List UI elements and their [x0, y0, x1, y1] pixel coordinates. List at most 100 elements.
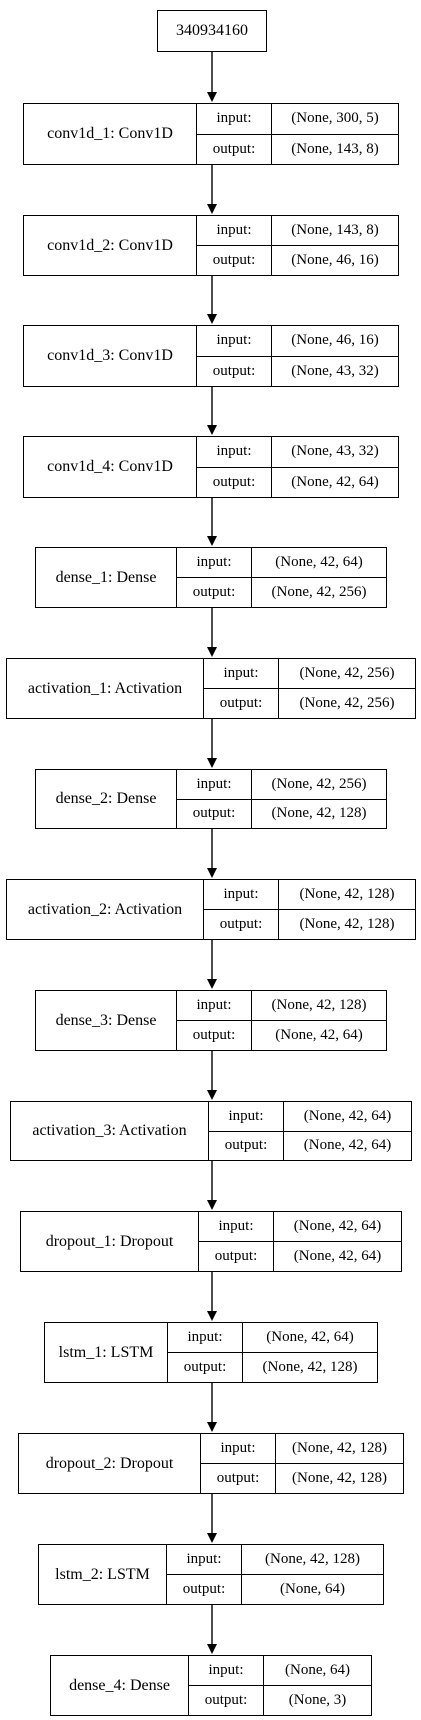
input-row: input:(None, 42, 128) [201, 1434, 403, 1463]
input-node-label: 340934160 [176, 22, 248, 39]
output-row: output: (None, 42, 64) [177, 1020, 386, 1050]
input-shape: (None, 42, 64) [303, 1107, 392, 1124]
layer-name: activation_2: Activation [7, 880, 204, 939]
output-shape: (None, 42, 128) [262, 1359, 358, 1375]
output-label: output: [197, 467, 272, 497]
arrowhead-icon [207, 758, 217, 768]
input-row: input:(None, 42, 128) [177, 991, 386, 1020]
input-label: input: [197, 326, 272, 356]
input-shape: (None, 42, 256) [299, 665, 395, 681]
arrowhead-icon [207, 1090, 217, 1100]
output-shape: (None, 46, 16) [291, 252, 379, 268]
input-shape: (None, 64) [285, 1662, 350, 1678]
arrowhead-icon [207, 1644, 217, 1654]
input-row: input:(None, 42, 256) [177, 770, 386, 799]
output-shape: (None, 42, 64) [275, 1027, 363, 1043]
output-label: output: [177, 1021, 252, 1050]
input-shape: (None, 42, 128) [299, 886, 395, 902]
output-label: output: [197, 356, 272, 386]
input-row: input:(None, 42, 128) [167, 1545, 383, 1574]
output-row: output:(None, 42, 64) [209, 1130, 411, 1160]
layer-io-table: input:(None, 42, 128)output:(None, 64) [167, 1545, 383, 1604]
input-row: input:(None, 42, 64) [199, 1212, 401, 1241]
output-label: output: [189, 1686, 264, 1715]
output-label: output: [167, 1575, 242, 1604]
layer-io-table: input:(None, 42, 64)output: (None, 42, 64… [199, 1212, 401, 1271]
arrowhead-icon [207, 868, 217, 878]
output-row: output: (None, 46, 16) [197, 245, 398, 275]
layer-io-table: input:(None, 300, 5)output:(None, 143, 8… [197, 104, 398, 164]
input-shape: (None, 42, 256) [271, 775, 367, 792]
arrowhead-icon [207, 1533, 217, 1543]
input-shape: (None, 143, 8) [291, 222, 379, 238]
layer-io-table: input:(None, 42, 128)output: (None, 42, 1… [201, 1434, 403, 1493]
output-row: output:(None, 64) [167, 1574, 383, 1604]
output-label: output: [168, 1353, 243, 1382]
input-row: input:(None, 42, 128) [204, 880, 415, 909]
output-label: output: [201, 1464, 276, 1493]
arrowhead-icon [207, 1311, 217, 1321]
layer-io-table: input:(None, 143, 8)output:(None, 46, 16… [197, 216, 398, 275]
output-row: output:(None, 143, 8) [197, 133, 398, 164]
layer-name: lstm_1: LSTM [45, 1323, 168, 1382]
layer-name: dense_1: Dense [36, 548, 177, 607]
input-row: input: (None, 64) [189, 1656, 371, 1685]
layer-name: dropout_1: Dropout [21, 1212, 199, 1271]
input-label: input: [177, 548, 252, 577]
output-label: output: [177, 578, 252, 607]
input-label: input: [197, 437, 272, 467]
input-node: 340934160 [157, 10, 267, 52]
output-shape: (None, 42, 128) [271, 805, 367, 822]
input-label: input: [209, 1102, 284, 1131]
output-row: output: (None, 42, 128) [201, 1463, 403, 1493]
output-shape: (None, 42, 128) [292, 1470, 387, 1486]
layer-io-table: input:(None, 46, 16)output:(None, 43, 32… [197, 326, 398, 386]
layer-io-table: input: (None, 64) output: (None, 3) [189, 1656, 371, 1715]
arrowhead-icon [207, 204, 217, 214]
layer-name: activation_1: Activation [7, 659, 204, 718]
layer-name: conv1d_1: Conv1D [24, 104, 197, 164]
output-shape: (None, 43, 32) [291, 362, 379, 379]
layer-name: dense_2: Dense [36, 770, 177, 828]
output-label: output: [199, 1242, 274, 1271]
arrowhead-icon [207, 1200, 217, 1210]
layer-name: dense_3: Dense [36, 991, 177, 1050]
output-label: output: [204, 689, 279, 718]
output-label: output: [197, 246, 272, 275]
input-row: input:(None, 42, 64) [177, 548, 386, 577]
arrowhead-icon [207, 1422, 217, 1432]
layer-io-table: input:(None, 42, 256)output:(None, 42, 2… [204, 659, 415, 718]
output-row: output:(None, 42, 64) [197, 466, 398, 497]
input-shape: (None, 42, 64) [293, 1218, 382, 1234]
layer-name: dropout_2: Dropout [19, 1434, 201, 1493]
layer-io-table: input:(None, 42, 128)output: (None, 42, 6… [177, 991, 386, 1050]
layer-name: dense_4: Dense [51, 1656, 189, 1715]
layer-io-table: input:(None, 42, 64)output:(None, 42, 25… [177, 548, 386, 607]
layer-name: activation_3: Activation [11, 1102, 209, 1160]
input-label: input: [168, 1323, 243, 1352]
arrowhead-icon [207, 979, 217, 989]
layer-io-table: input:(None, 42, 256)output:(None, 42, 1… [177, 770, 386, 828]
output-shape: (None, 3) [288, 1692, 347, 1708]
output-row: output: (None, 43, 32) [197, 355, 398, 386]
arrowhead-icon [207, 647, 217, 657]
output-label: output: [197, 134, 272, 164]
layer-name: conv1d_4: Conv1D [24, 437, 197, 497]
input-label: input: [189, 1656, 264, 1685]
output-label: output: [204, 910, 279, 939]
layer-name: lstm_2: LSTM [39, 1545, 167, 1604]
layer-io-table: input:(None, 43, 32)output:(None, 42, 64… [197, 437, 398, 497]
input-label: input: [167, 1545, 242, 1574]
